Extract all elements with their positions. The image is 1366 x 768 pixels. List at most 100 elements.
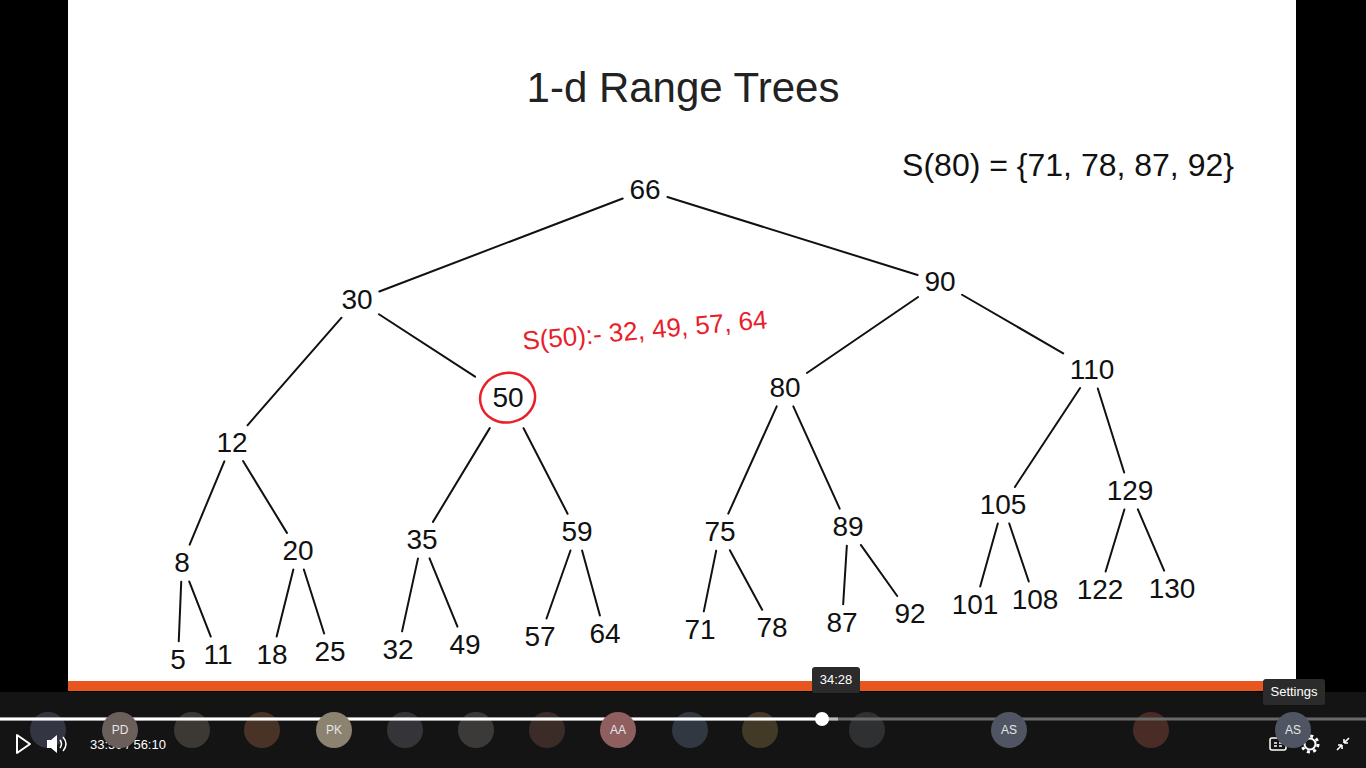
participant-avatar: PK [316, 712, 352, 748]
tree-edge [793, 406, 839, 508]
participant-photos [30, 712, 1169, 748]
node-text: 122 [1077, 575, 1124, 604]
avatar-photo [529, 712, 565, 748]
tree-edge [962, 295, 1063, 354]
tree-node: 12 [213, 428, 250, 457]
node-text: 8 [174, 548, 190, 577]
tree-node: 66 [626, 175, 663, 204]
node-text: AS [1285, 723, 1301, 737]
node-text: 89 [832, 512, 863, 541]
node-text: PK [326, 723, 342, 737]
tree-node: 105 [977, 490, 1030, 519]
tree-edge [1098, 389, 1124, 473]
tree-edge [1106, 510, 1125, 572]
node-text: 75 [704, 517, 735, 546]
orange-bar [68, 681, 1296, 691]
tree-node: 78 [753, 613, 790, 642]
node-text: 64 [589, 619, 620, 648]
node-text: 129 [1107, 476, 1154, 505]
tree-node: 59 [558, 517, 595, 546]
tree-edge [582, 551, 600, 616]
tree-edge [433, 428, 490, 522]
tree-node: 108 [1009, 585, 1062, 614]
avatar-photo [672, 712, 708, 748]
node-text: 130 [1149, 574, 1196, 603]
slide-title: 1-d Range Trees [527, 64, 840, 112]
volume-waves [60, 737, 66, 751]
tree-edge [730, 550, 762, 610]
node-text: AS [1001, 723, 1017, 737]
avatar-photo [849, 712, 885, 748]
tree-edge [304, 570, 324, 634]
node-text: 59 [561, 517, 592, 546]
tree-edge [861, 545, 897, 596]
tree-edge [189, 581, 211, 636]
tree-node: 130 [1146, 574, 1199, 603]
participant-avatar: AS [991, 712, 1027, 748]
avatar-photo [387, 712, 423, 748]
node-text: 20 [282, 536, 313, 565]
tree-node: 57 [521, 622, 558, 651]
tree-edge [277, 570, 294, 637]
tree-node: 64 [586, 619, 623, 648]
tree-edge [190, 461, 225, 544]
tree-node: 8 [171, 548, 193, 577]
node-text: 49 [449, 630, 480, 659]
tree-node: 11 [200, 640, 235, 669]
tree-edge [247, 318, 341, 426]
tree-edge [379, 199, 622, 292]
tree-node: 5 [167, 645, 189, 674]
node-text: 87 [826, 608, 857, 637]
avatar-photo [742, 712, 778, 748]
volume-icon [47, 735, 57, 753]
tree-edge [728, 406, 776, 513]
play-icon [17, 735, 30, 753]
node-text: 110 [1070, 355, 1115, 384]
tree-node: 129 [1104, 476, 1157, 505]
tree-node: 20 [279, 536, 316, 565]
node-text: 25 [314, 637, 345, 666]
tree-edge [524, 428, 568, 513]
tree-node: 18 [253, 640, 290, 669]
tree-node: 49 [446, 630, 483, 659]
tree-edge [547, 550, 571, 618]
tree-node: 122 [1074, 575, 1127, 604]
progress-knob [815, 712, 829, 726]
tree-edge [430, 558, 458, 626]
tooltip: 34:28 [812, 667, 861, 693]
tree-node: 110 [1067, 355, 1118, 384]
tree-node: 80 [766, 373, 803, 402]
node-text: 108 [1012, 585, 1059, 614]
tree-edge [1009, 523, 1029, 581]
node-text: 30 [341, 285, 372, 314]
tree-edge [402, 559, 418, 632]
tree-edge [843, 546, 847, 605]
tree-node: 30 [338, 285, 375, 314]
node-text: 12 [216, 428, 247, 457]
progress-track [0, 718, 1366, 721]
tree-edge [667, 197, 917, 275]
tree-node: 92 [891, 599, 928, 628]
tree-node: 32 [379, 635, 416, 664]
node-text: 90 [924, 267, 955, 296]
tree-node: 89 [829, 512, 866, 541]
tree-node: 75 [701, 517, 738, 546]
participant-avatar: PD [102, 712, 138, 748]
participant-avatar: AA [600, 712, 636, 748]
node-text: 92 [894, 599, 925, 628]
tree-edge [379, 314, 475, 376]
node-text: 71 [684, 615, 715, 644]
red-annotation: S(50):- 32, 49, 57, 64 [521, 304, 768, 356]
tree-node: 71 [681, 615, 718, 644]
node-text: PD [112, 723, 129, 737]
tree-node: 90 [921, 267, 958, 296]
participant-avatar: AS [1275, 712, 1311, 748]
tree-edge [807, 297, 918, 373]
node-text: 5 [170, 645, 186, 674]
avatar-photo [244, 712, 280, 748]
node-text: 18 [256, 640, 287, 669]
node-text: 80 [769, 373, 800, 402]
tree-edge [980, 524, 998, 587]
node-text: 78 [756, 613, 787, 642]
